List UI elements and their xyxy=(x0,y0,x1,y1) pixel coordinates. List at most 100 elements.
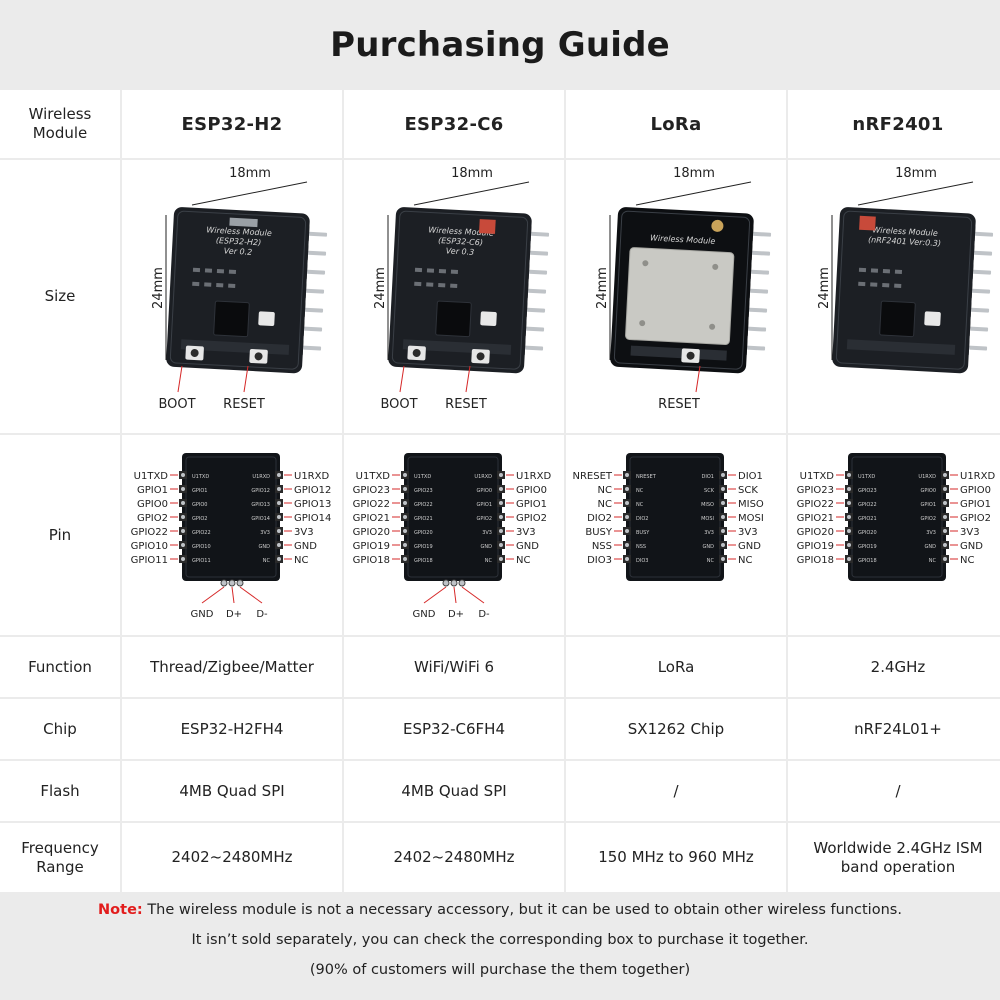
pin-label-right: 3V3 xyxy=(738,527,758,538)
pin-hole xyxy=(847,557,851,561)
pcb-edge xyxy=(391,210,529,370)
pin-silk-right: NC xyxy=(929,558,937,564)
pin-hole xyxy=(943,529,947,533)
pin-silk-right: U1RXD xyxy=(918,474,936,480)
pin-silk-left: DIO2 xyxy=(636,516,648,522)
pin-hole xyxy=(277,515,281,519)
pin-label-left: GPIO20 xyxy=(353,527,390,538)
pin-hole xyxy=(403,473,407,477)
pin-label-right: GPIO14 xyxy=(294,513,331,524)
pin-silk-right: U1RXD xyxy=(252,474,270,480)
pin-hole xyxy=(847,501,851,505)
pin-silk-right: GND xyxy=(259,544,271,550)
note-section: Note: The wireless module is not a neces… xyxy=(0,880,1000,1000)
row-label-pin: Pin xyxy=(0,435,120,635)
pin-label-left: GPIO22 xyxy=(353,499,390,510)
frequency-nrf2401: Worldwide 2.4GHz ISM band operation xyxy=(788,823,1000,892)
smd-component xyxy=(450,269,459,275)
pin-label-right: GND xyxy=(960,541,983,552)
pin-hole xyxy=(721,501,725,505)
pin-label-left: U1TXD xyxy=(800,471,835,482)
mcu-chip xyxy=(213,300,250,338)
mcu-chip xyxy=(435,300,472,338)
pin-hole xyxy=(499,557,503,561)
title-bar: Purchasing Guide xyxy=(0,0,1000,90)
note-text-1: The wireless module is not a necessary a… xyxy=(142,902,902,918)
smd-component xyxy=(438,283,446,288)
pin-hole xyxy=(277,473,281,477)
pin-hole xyxy=(181,473,185,477)
function-esp32-c6: WiFi/WiFi 6 xyxy=(344,637,564,697)
width-label: 18mm xyxy=(895,166,937,181)
smd-component xyxy=(894,269,903,275)
flash-esp32-c6: 4MB Quad SPI xyxy=(344,761,564,821)
pin-hole xyxy=(625,529,629,533)
pin-label-left: GPIO23 xyxy=(353,485,390,496)
pin-silk-right: NC xyxy=(263,558,271,564)
pinout-board xyxy=(404,453,502,581)
pin-silk-right: GND xyxy=(703,544,715,550)
pin-hole xyxy=(847,515,851,519)
crystal xyxy=(480,311,497,326)
pin-hole xyxy=(181,501,185,505)
smd-component xyxy=(882,269,891,274)
usb-pin-label: D+ xyxy=(448,609,464,620)
pcb-edge xyxy=(835,210,973,370)
board: Wireless Module xyxy=(610,207,772,374)
pin-label-left: GPIO20 xyxy=(797,527,834,538)
pin-silk-right: U1RXD xyxy=(474,474,492,480)
usb-pad xyxy=(228,579,236,587)
pin-hole xyxy=(499,529,503,533)
smd-component xyxy=(894,283,902,289)
pin-silk-left: U1TXD xyxy=(192,474,209,480)
smd-component xyxy=(216,269,225,274)
pin-silk-right: 3V3 xyxy=(260,530,270,536)
pcb xyxy=(166,207,310,374)
pin-silk-left: GPIO1 xyxy=(192,488,207,494)
height-label: 24mm xyxy=(817,267,832,309)
smd-component xyxy=(426,268,435,273)
antenna-chip xyxy=(229,217,258,228)
pin-label-right: NC xyxy=(738,555,752,566)
function-nrf2401: 2.4GHz xyxy=(788,637,1000,697)
shield-dot xyxy=(639,320,646,327)
note-key: Note: xyxy=(98,902,143,918)
pin-hole xyxy=(721,529,725,533)
pin-silk-left: GPIO19 xyxy=(858,544,877,550)
width-label: 18mm xyxy=(229,166,271,181)
pin-hole xyxy=(403,515,407,519)
width-dimension-line xyxy=(191,181,308,206)
silkscreen-text: Wireless Module xyxy=(650,233,716,245)
row-label-module: Wireless Module xyxy=(0,90,120,158)
usb-pad xyxy=(236,579,244,587)
pin-hole xyxy=(721,557,725,561)
pin-hole xyxy=(625,487,629,491)
width-dimension-line xyxy=(857,181,974,206)
button-callout-line xyxy=(695,365,701,393)
usb-pin-label: D- xyxy=(256,609,268,620)
crystal xyxy=(924,311,941,326)
pin-label-left: U1TXD xyxy=(356,471,391,482)
pin-hole xyxy=(181,543,185,547)
pin-hole xyxy=(181,487,185,491)
pin-hole xyxy=(499,487,503,491)
page-title: Purchasing Guide xyxy=(330,25,670,65)
pin-label-right: GPIO1 xyxy=(960,499,991,510)
frequency-lora: 150 MHz to 960 MHz xyxy=(566,823,786,892)
tact-button-cap xyxy=(476,352,485,361)
usb-pin-label: GND xyxy=(191,609,214,620)
smd-component xyxy=(450,283,458,289)
pin-hole xyxy=(943,473,947,477)
pin-hole xyxy=(625,501,629,505)
usb-pin-label: D- xyxy=(478,609,490,620)
smd-component xyxy=(858,267,867,273)
pcb xyxy=(388,207,532,374)
pin-silk-left: GPIO20 xyxy=(414,530,433,536)
pin-silk-left: NC xyxy=(636,488,644,494)
row-label-function: Function xyxy=(0,637,120,697)
smd-component xyxy=(228,269,237,275)
